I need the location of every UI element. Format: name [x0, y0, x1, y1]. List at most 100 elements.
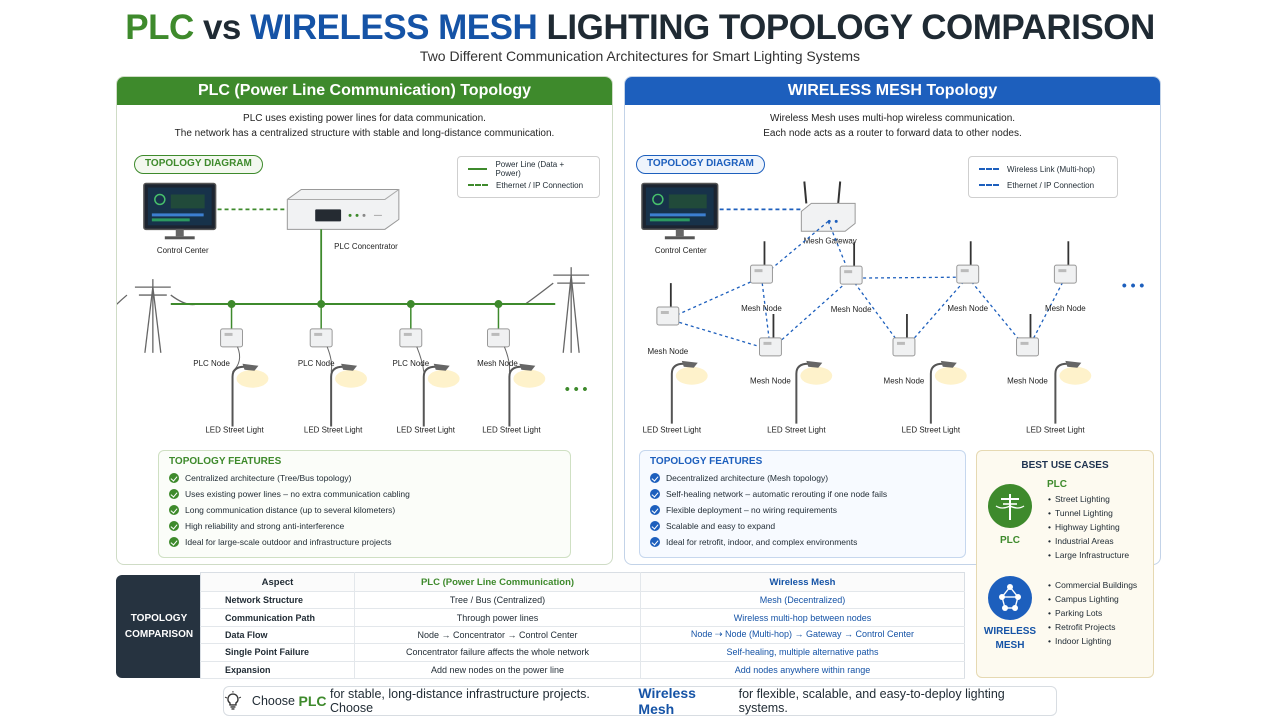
plc-concentrator-label: PLC Concentrator [334, 242, 398, 251]
plc-more-indicator: • • • [565, 381, 588, 397]
mesh-use-case-item: Campus Lighting [1047, 592, 1137, 606]
mesh-feature-item: Flexible deployment – no wiring requirem… [650, 502, 955, 518]
mesh-topology-diagram: Control Center Mesh Gateway Mesh Node Me… [641, 181, 1144, 435]
plc-light-label-1: LED Street Light [205, 426, 264, 435]
mesh-diagram-label: TOPOLOGY DIAGRAM [636, 155, 765, 174]
mesh-node-label-6: Mesh Node [750, 377, 791, 386]
plc-feature-text: Ideal for large-scale outdoor and infras… [185, 537, 392, 547]
mesh-nodes [656, 241, 1077, 357]
check-icon [169, 537, 179, 547]
mesh-feature-text: Decentralized architecture (Mesh topolog… [666, 473, 829, 483]
use-case-plc-label: PLC [1000, 535, 1020, 546]
plc-panel-heading: PLC (Power Line Communication) Topology [117, 77, 612, 105]
mesh-feature-item: Self-healing network – automatic rerouti… [650, 486, 955, 502]
best-use-cases: BEST USE CASES PLC PLC Street Lighting T… [976, 450, 1154, 678]
street-light-icon [795, 360, 833, 424]
ethernet-swatch [468, 184, 488, 186]
mesh-node-icon [1016, 313, 1039, 357]
plc-features: TOPOLOGY FEATURES Centralized architectu… [158, 450, 571, 558]
table-cell: Add new nodes on the power line [354, 661, 641, 679]
mesh-legend: Wireless Link (Multi-hop) Ethernet / IP … [968, 156, 1118, 198]
comparison-label: TOPOLOGY COMPARISON [116, 575, 202, 678]
plc-desc-line-1: PLC uses existing power lines for data c… [243, 113, 486, 124]
street-light-icon [422, 363, 460, 427]
mesh-feature-item: Scalable and easy to expand [650, 518, 955, 534]
table-cell: Communication Path [200, 608, 355, 627]
comparison-header-row: Aspect PLC (Power Line Communication) Wi… [200, 572, 965, 592]
mesh-feature-text: Ideal for retrofit, indoor, and complex … [666, 537, 858, 547]
mesh-node-label-7: Mesh Node [884, 377, 925, 386]
street-light-icon [1054, 360, 1092, 424]
plc-feature-text: Centralized architecture (Tree/Bus topol… [185, 473, 352, 483]
plc-topology-diagram: Control Center PLC Concentrator [117, 182, 590, 435]
check-icon [650, 505, 660, 515]
table-cell: Node ⇢ Node (Multi-hop) → Gateway → Cont… [640, 626, 965, 645]
power-line-swatch [468, 168, 488, 170]
mesh-wireless-links [667, 220, 1066, 351]
mesh-node-icon [956, 241, 980, 284]
plc-light-label-2: LED Street Light [304, 426, 363, 435]
mesh-features: TOPOLOGY FEATURES Decentralized architec… [639, 450, 966, 558]
mesh-desc-line-1: Wireless Mesh uses multi-hop wireless co… [769, 113, 1016, 124]
mesh-node-label-2: Mesh Node [831, 305, 872, 314]
mesh-node-label-5: Mesh Node [647, 347, 688, 356]
plc-legend-ethernet-label: Ethernet / IP Connection [496, 180, 584, 190]
mesh-street-lights [670, 360, 1092, 424]
plc-legend-power: Power Line (Data + Power) [468, 160, 589, 178]
mesh-feature-list: Decentralized architecture (Mesh topolog… [650, 470, 955, 550]
column-header-mesh: Wireless Mesh [640, 572, 965, 592]
bottom-text-1: Choose [251, 694, 296, 708]
plc-feature-text: Uses existing power lines – no extra com… [185, 489, 410, 499]
plc-light-label-3: LED Street Light [397, 426, 456, 435]
plc-feature-text: Long communication distance (up to sever… [185, 505, 396, 515]
bottom-text-3: for flexible, scalable, and easy-to-depl… [738, 687, 1005, 715]
plc-legend-ethernet: Ethernet / IP Connection [468, 177, 589, 193]
plc-use-case-item: Industrial Areas [1047, 534, 1129, 548]
plc-panel: PLC (Power Line Communication) Topology … [116, 76, 613, 565]
mesh-node-icon [758, 313, 782, 357]
plc-use-case-item: Large Infrastructure [1047, 548, 1129, 562]
mesh-node-label-4: Mesh Node [1045, 304, 1086, 313]
title-vs: vs [202, 8, 241, 47]
mesh-node-icon [892, 313, 916, 357]
plc-feature-list: Centralized architecture (Tree/Bus topol… [169, 470, 560, 550]
plc-use-case-heading: PLC [1047, 479, 1067, 490]
mesh-feature-text: Self-healing network – automatic rerouti… [666, 489, 888, 499]
mesh-feature-item: Ideal for retrofit, indoor, and complex … [650, 534, 955, 550]
mesh-network-icon [988, 576, 1032, 620]
plc-legend: Power Line (Data + Power) Ethernet / IP … [457, 156, 600, 198]
mesh-feature-item: Decentralized architecture (Mesh topolog… [650, 470, 955, 486]
plc-node-label-1: PLC Node [193, 359, 230, 368]
mesh-legend-wireless-label: Wireless Link (Multi-hop) [1007, 164, 1096, 174]
plc-node-icon [399, 328, 423, 348]
plc-use-case-item: Tunnel Lighting [1047, 506, 1129, 520]
mesh-gateway-label: Mesh Gateway [804, 236, 857, 245]
mesh-node-icon [1053, 241, 1077, 284]
control-center-icon [143, 182, 217, 240]
mesh-use-case-item: Retrofit Projects [1047, 620, 1137, 634]
mesh-control-center-label: Control Center [655, 246, 707, 255]
mesh-node-icon [656, 283, 680, 326]
street-light-icon [508, 363, 546, 427]
ethernet-swatch [979, 184, 999, 186]
table-cell: Tree / Bus (Centralized) [354, 591, 641, 610]
mesh-description: Wireless Mesh uses multi-hop wireless co… [625, 111, 1160, 141]
plc-concentrator-icon [286, 188, 400, 230]
street-light-icon [231, 363, 269, 427]
plc-use-case-item: Street Lighting [1047, 492, 1129, 506]
mesh-desc-line-2: Each node acts as a router to forward da… [763, 128, 1022, 139]
mesh-legend-ethernet-label: Ethernet / IP Connection [1007, 180, 1095, 190]
table-cell: Self-healing, multiple alternative paths [640, 643, 965, 662]
street-light-icon [929, 360, 967, 424]
plc-pole-icon [988, 484, 1032, 528]
plc-node-icon [309, 328, 333, 348]
bottom-recommendation: Choose PLC for stable, long-distance inf… [223, 685, 1057, 717]
page-title: PLC vs WIRELESS MESH LIGHTING TOPOLOGY C… [0, 8, 1280, 48]
plc-node-drops [220, 304, 546, 427]
plc-feature-item: Centralized architecture (Tree/Bus topol… [169, 470, 560, 486]
mesh-light-label-2: LED Street Light [767, 426, 826, 435]
mesh-legend-ethernet: Ethernet / IP Connection [979, 177, 1107, 193]
plc-node-label-2: PLC Node [298, 359, 335, 368]
mesh-use-case-list: Commercial Buildings Campus Lighting Par… [1047, 578, 1137, 648]
